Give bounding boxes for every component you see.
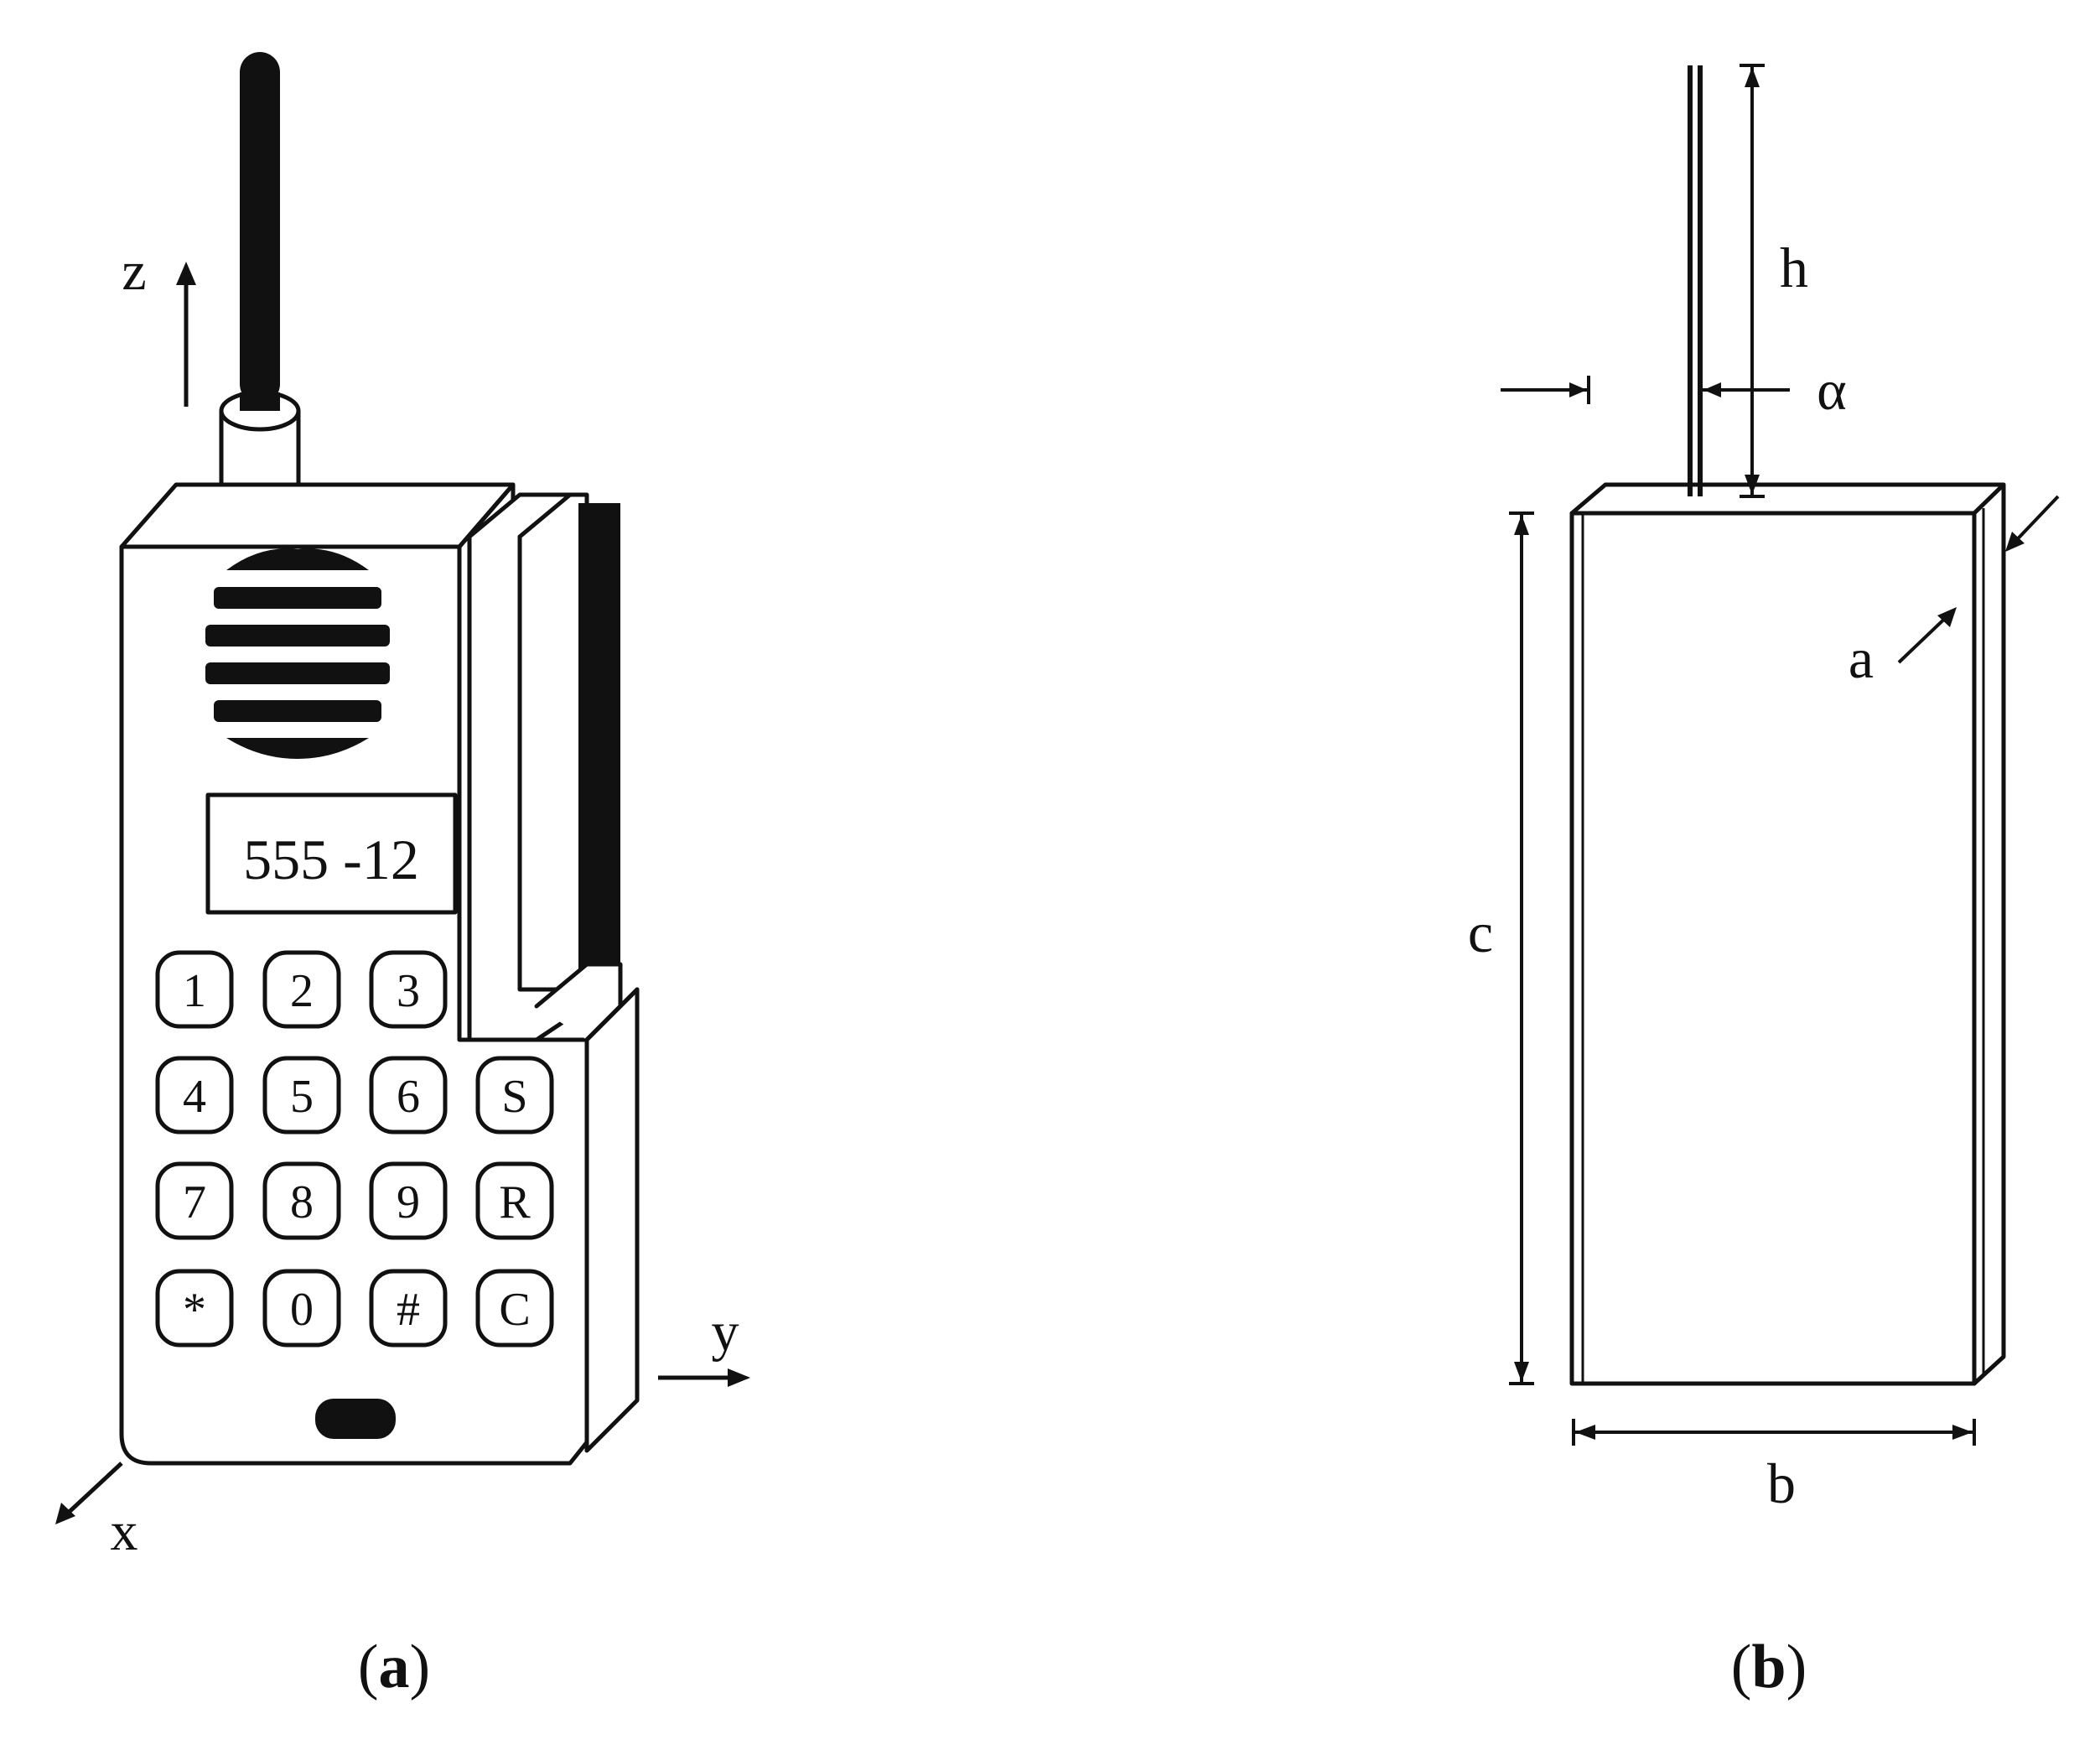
antenna-rod	[240, 52, 280, 404]
keypad-key: 2	[262, 950, 341, 1029]
keypad-key: C	[475, 1269, 554, 1348]
box-front-face	[1569, 511, 1977, 1386]
handset-front-face	[119, 544, 589, 1466]
handset-top-face	[119, 482, 516, 549]
dimension-b	[1572, 1419, 1976, 1446]
box-side-face	[1972, 482, 2006, 1386]
display-number: 555 -12	[243, 828, 419, 891]
keypad-key-label: C	[499, 1284, 530, 1336]
label-b: b	[1767, 1451, 1796, 1515]
microphone-slot	[315, 1399, 396, 1439]
keypad: 1 2 3 4 5 6 S 7 8 9 R * 0 # C	[155, 950, 554, 1348]
dimension-a	[1897, 495, 2060, 664]
y-axis-label: y	[712, 1301, 739, 1363]
keypad-key-outline	[369, 1056, 448, 1135]
keypad-key-outline	[369, 1269, 448, 1348]
keypad-key: S	[475, 1056, 554, 1135]
keypad-key-label: S	[501, 1071, 527, 1123]
keypad-key: 8	[262, 1161, 341, 1240]
label-c: c	[1468, 901, 1493, 964]
panel-a-handset	[119, 52, 640, 1466]
keypad-key: 4	[155, 1056, 234, 1135]
belt-clip	[457, 482, 623, 1042]
keypad-key-label: 0	[290, 1284, 314, 1336]
keypad-key-outline	[475, 1056, 554, 1135]
keypad-key-label: 9	[397, 1176, 420, 1228]
keypad-key: 6	[369, 1056, 448, 1135]
keypad-key: *	[155, 1269, 234, 1348]
panel-b-box	[1569, 482, 2006, 1386]
keypad-key: #	[369, 1269, 448, 1348]
caption-b-letter: b	[1751, 1633, 1786, 1701]
keypad-key-outline	[475, 1269, 554, 1348]
caption-a-close: )	[410, 1633, 431, 1701]
caption-a-letter: a	[379, 1633, 410, 1701]
keypad-key-label: 6	[397, 1071, 420, 1123]
keypad-key-outline	[262, 1161, 341, 1240]
z-axis-label: z	[122, 241, 146, 302]
keypad-key-outline	[369, 950, 448, 1029]
caption-a: (a)	[358, 1633, 430, 1701]
caption-b-close: )	[1786, 1633, 1807, 1701]
handset-side-face	[584, 987, 640, 1453]
keypad-key-outline	[155, 1269, 234, 1348]
display-panel	[205, 792, 458, 915]
keypad-key-outline	[369, 1161, 448, 1240]
speaker-grille	[205, 548, 390, 759]
keypad-key-outline	[475, 1161, 554, 1240]
keypad-key-outline	[155, 1161, 234, 1240]
keypad-key-label: 2	[290, 965, 314, 1017]
keypad-key-outline	[262, 1056, 341, 1135]
x-axis-label: x	[111, 1501, 138, 1562]
caption-a-open: (	[358, 1633, 379, 1701]
keypad-key: R	[475, 1161, 554, 1240]
keypad-key-label: 4	[183, 1071, 206, 1123]
keypad-key-label: R	[499, 1176, 531, 1228]
keypad-key-label: 3	[397, 965, 420, 1017]
keypad-key: 1	[155, 950, 234, 1029]
keypad-key-label: 5	[290, 1071, 314, 1123]
label-a: a	[1849, 626, 1874, 690]
keypad-key-label: *	[183, 1284, 206, 1336]
keypad-key-outline	[262, 950, 341, 1029]
keypad-key-label: #	[397, 1284, 420, 1336]
x-axis-arrow	[61, 1462, 123, 1519]
caption-b: (b)	[1731, 1633, 1807, 1701]
keypad-key: 0	[262, 1269, 341, 1348]
caption-b-open: (	[1731, 1633, 1752, 1701]
dimension-c	[1509, 511, 1534, 1385]
box-top-face	[1569, 482, 2006, 516]
keypad-key: 3	[369, 950, 448, 1029]
label-h: h	[1780, 236, 1808, 299]
antenna-wire	[1688, 65, 1703, 496]
keypad-key-label: 8	[290, 1176, 314, 1228]
keypad-key: 9	[369, 1161, 448, 1240]
dimension-h	[1740, 64, 1765, 498]
keypad-key: 7	[155, 1161, 234, 1240]
keypad-key: 5	[262, 1056, 341, 1135]
keypad-key-outline	[155, 950, 234, 1029]
keypad-key-label: 1	[183, 965, 206, 1017]
label-alpha: α	[1817, 358, 1847, 422]
keypad-key-outline	[262, 1269, 341, 1348]
dimension-alpha	[1501, 376, 1790, 404]
keypad-key-outline	[155, 1056, 234, 1135]
axes-panel-a	[55, 262, 750, 1524]
keypad-key-label: 7	[183, 1176, 206, 1228]
